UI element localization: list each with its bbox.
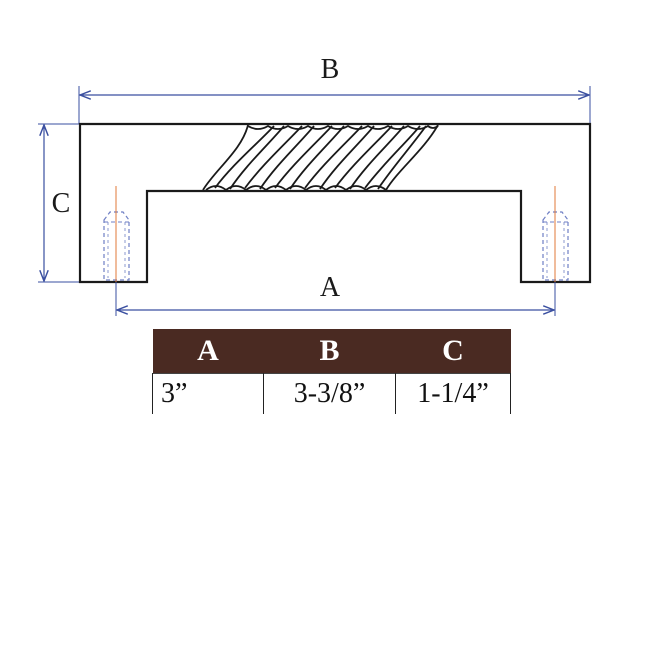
header-b: B: [319, 334, 340, 367]
handle-outline: [78, 122, 592, 284]
label-b: B: [321, 54, 340, 85]
dimension-table: A B C 3” 3-3/8” 1-1/4”: [152, 329, 511, 414]
header-a: A: [197, 334, 219, 367]
value-b: 3-3/8”: [263, 373, 396, 414]
header-c: C: [442, 334, 464, 367]
twisted-grip: [202, 124, 439, 192]
value-a: 3”: [152, 373, 264, 414]
dimension-c: C: [38, 123, 79, 283]
left-screw-hole: [103, 186, 130, 282]
right-screw-hole: [542, 186, 569, 282]
dimension-a: A: [115, 272, 556, 316]
value-c: 1-1/4”: [395, 373, 511, 414]
table-header-row: A B C: [152, 329, 511, 374]
table-row: 3” 3-3/8” 1-1/4”: [152, 373, 511, 414]
label-a: A: [320, 272, 341, 303]
label-c: C: [52, 188, 71, 219]
handle-technical-drawing: B C: [38, 54, 592, 316]
dimension-b: B: [78, 54, 591, 124]
